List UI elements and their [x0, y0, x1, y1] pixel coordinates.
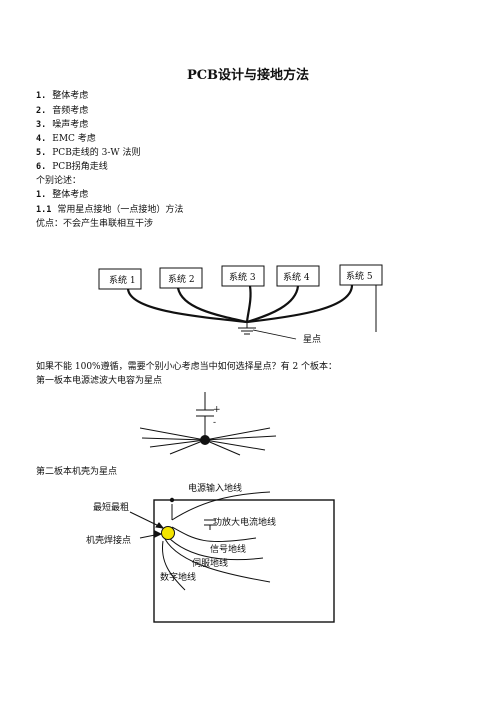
ground-wire: [171, 526, 257, 543]
plus-sign: +: [213, 405, 221, 415]
ground-wire: [164, 538, 271, 583]
amp-ground-label: 功放大电流地线: [213, 516, 276, 528]
system-label: 系统 4: [283, 271, 310, 283]
advantage-text: 优点：不会产生串联相互干涉: [36, 219, 154, 229]
star-point-dot: [200, 435, 210, 445]
system-box: [339, 264, 383, 286]
section-heading: 个别论述：: [36, 176, 82, 186]
paragraph: 第一板本电源滤波大电容为星点: [36, 376, 163, 386]
toc-item: 4.EMC 考虑: [36, 134, 96, 144]
system-label: 系统 5: [346, 270, 373, 282]
ground-wire: [126, 288, 248, 324]
system-box: [221, 265, 265, 287]
toc-item: 2.音频考虑: [36, 106, 89, 116]
system-box: [98, 268, 142, 290]
star-ground-diagram: 系统 1 系统 2 系统 3 系统 4 系统 5 星点: [98, 264, 383, 345]
ground-wire: [161, 540, 186, 591]
toc-item: 6.PCB拐角走线: [36, 162, 108, 172]
ground-wire: [246, 285, 300, 324]
chassis-weld-label: 机壳焊接点: [86, 534, 131, 546]
chassis-star-diagram: 最短最粗 机壳焊接点 电源输入地线 功放大电流地线 信号地线 伺服地线 数字地线: [86, 482, 335, 623]
shortest-label: 最短最粗: [93, 501, 129, 513]
chassis-box: [153, 499, 335, 623]
ground-symbol: [238, 322, 256, 335]
toc-item: 3.噪声考虑: [36, 120, 89, 130]
digital-ground-label: 数字地线: [160, 571, 196, 583]
system-label: 系统 3: [229, 271, 256, 283]
paragraph: 第二板本机壳为星点: [36, 467, 118, 477]
toc-item: 1.整体考虑: [36, 91, 89, 101]
system-box: [159, 267, 203, 289]
sub-heading: 1.整体考虑: [36, 190, 89, 200]
page-title: PCB设计与接地方法: [186, 68, 310, 83]
ground-wire: [176, 287, 248, 324]
ground-wire: [246, 284, 354, 324]
capacitor-star-diagram: + -: [140, 392, 277, 456]
servo-ground-label: 伺服地线: [192, 557, 228, 569]
ground-wire: [245, 285, 252, 323]
signal-ground-label: 信号地线: [210, 543, 246, 555]
system-label: 系统 1: [109, 274, 136, 286]
toc-item: 5.PCB走线的 3-W 法则: [36, 148, 141, 158]
chassis-weld-point: [161, 526, 175, 540]
ground-wire: [171, 491, 271, 521]
minus-sign: -: [213, 418, 216, 428]
ground-wire: [166, 535, 264, 561]
power-input-ground-label: 电源输入地线: [188, 482, 242, 494]
star-point-label: 星点: [303, 334, 321, 345]
paragraph: 如果不能 100%遵循，需要个别小心考虑当中如何选择星点？有 2 个板本：: [36, 362, 338, 372]
system-label: 系统 2: [168, 273, 195, 285]
